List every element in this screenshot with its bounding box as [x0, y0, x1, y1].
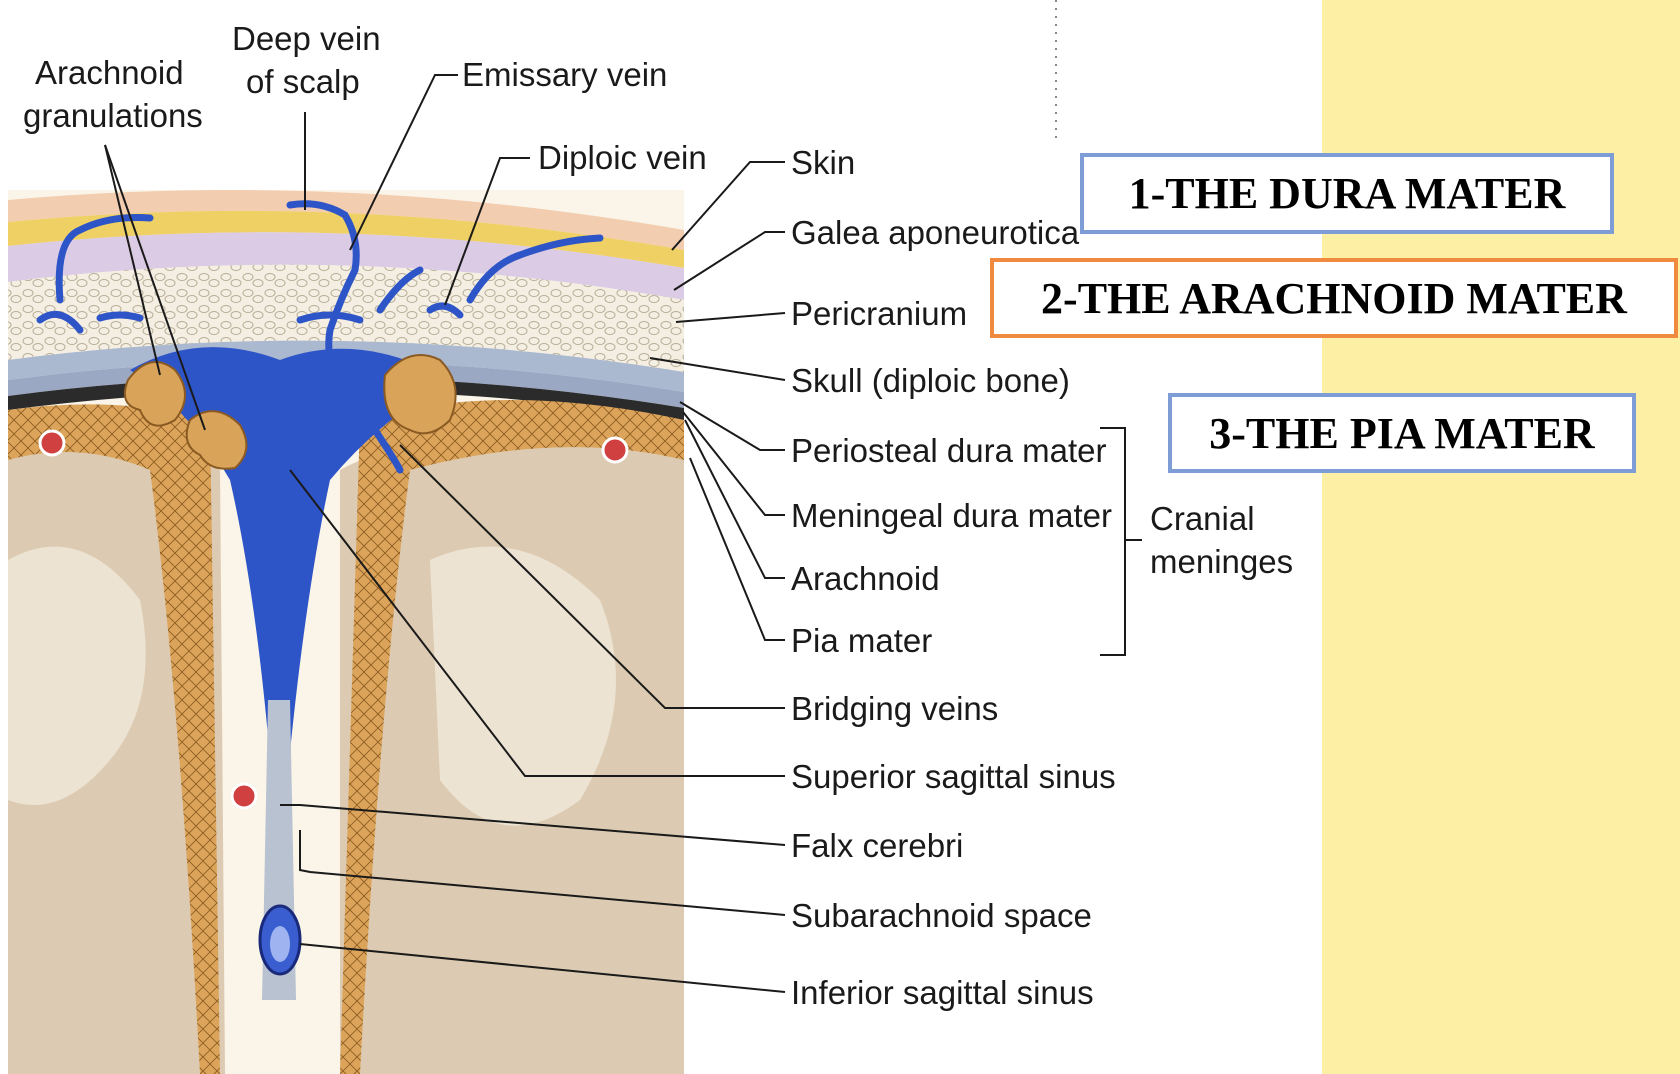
label-diploic-vein: Diploic vein: [538, 139, 707, 176]
label-pericranium: Pericranium: [791, 295, 967, 332]
label-deep-vein-line1: Deep vein: [232, 20, 381, 57]
label-skull: Skull (diploic bone): [791, 362, 1070, 399]
artery-right: [603, 438, 627, 462]
label-deep-vein-line2: of scalp: [246, 63, 360, 100]
label-meningeal: Meningeal dura mater: [791, 497, 1112, 534]
label-periosteal: Periosteal dura mater: [791, 432, 1106, 469]
label-falx-cerebri: Falx cerebri: [791, 827, 963, 864]
label-arachnoid-granulations-line1: Arachnoid: [35, 54, 184, 91]
artery-left: [40, 431, 64, 455]
label-inferior-sagittal-sinus: Inferior sagittal sinus: [791, 974, 1094, 1011]
label-emissary-vein: Emissary vein: [462, 56, 667, 93]
dura-mater-box: 1-THE DURA MATER: [1080, 153, 1614, 234]
label-subarachnoid-space: Subarachnoid space: [791, 897, 1092, 934]
label-galea: Galea aponeurotica: [791, 214, 1080, 251]
arachnoid-mater-box: 2-THE ARACHNOID MATER: [990, 258, 1678, 338]
label-skin: Skin: [791, 144, 855, 181]
artery-falx: [232, 784, 256, 808]
label-cranial-meninges-line1: Cranial: [1150, 500, 1255, 537]
label-bridging-veins: Bridging veins: [791, 690, 998, 727]
label-arachnoid-granulations-line2: granulations: [23, 97, 203, 134]
label-superior-sagittal-sinus: Superior sagittal sinus: [791, 758, 1116, 795]
label-arachnoid: Arachnoid: [791, 560, 940, 597]
arachnoid-granulation-right: [384, 355, 455, 433]
label-cranial-meninges-line2: meninges: [1150, 543, 1293, 580]
label-pia: Pia mater: [791, 622, 932, 659]
pia-mater-box: 3-THE PIA MATER: [1168, 393, 1636, 473]
